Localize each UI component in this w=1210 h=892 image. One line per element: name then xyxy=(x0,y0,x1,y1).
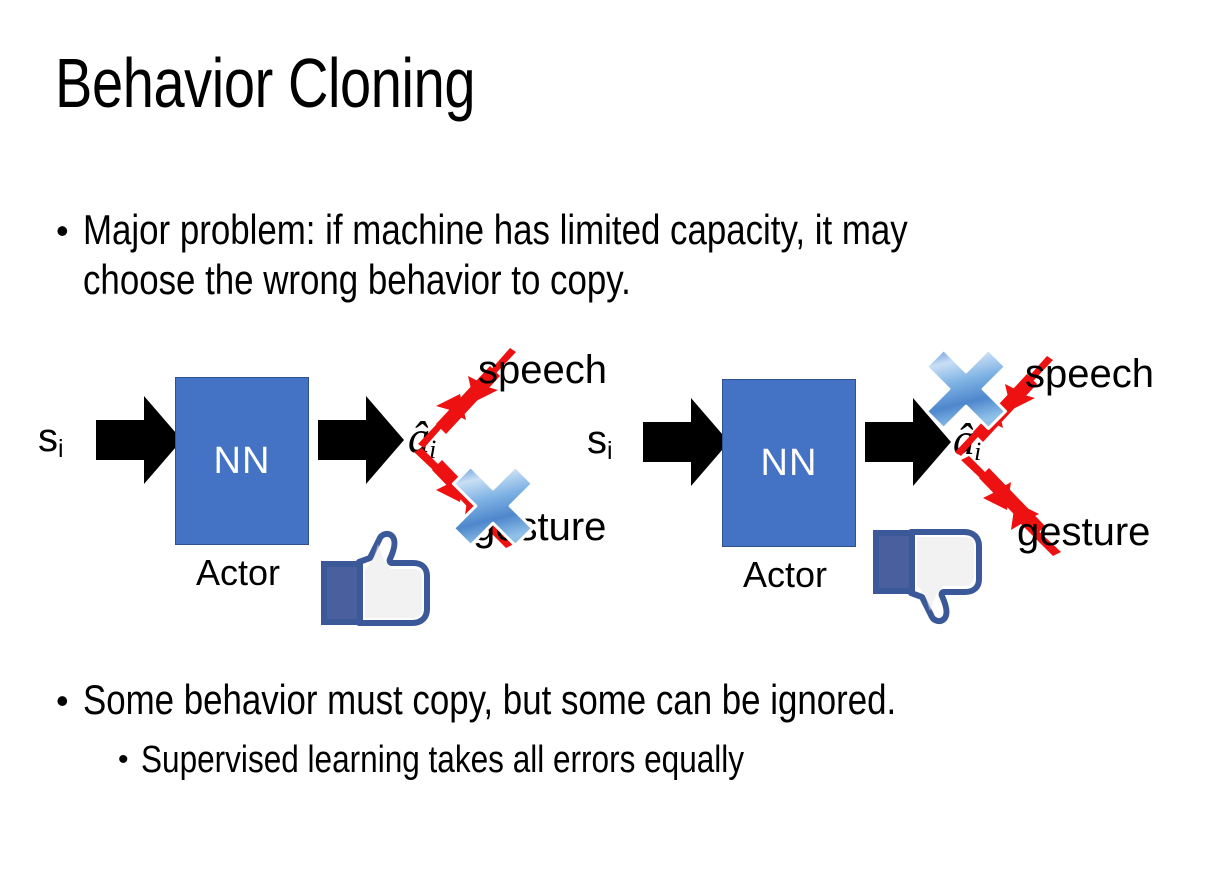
thumbs-down-icon xyxy=(870,525,986,625)
diagram-left: si NN Actor âi xyxy=(18,340,638,640)
branch-label-speech-left: speech xyxy=(478,348,607,392)
branch-arrow-speech-left xyxy=(414,348,520,448)
input-state-label-left: si xyxy=(38,416,64,462)
output-action-label-left: âi xyxy=(408,413,437,462)
page-title: Behavior Cloning xyxy=(55,44,476,122)
output-arrow-right xyxy=(865,394,951,490)
input-state-subscript: i xyxy=(58,436,64,464)
branch-label-gesture-right: gesture xyxy=(1017,510,1151,554)
bullet-marker-icon: • xyxy=(56,210,69,251)
bullet-item-major-problem: • Major problem: if machine has limited … xyxy=(56,205,1196,304)
nn-box-left: NN xyxy=(175,377,309,545)
input-arrow-right xyxy=(643,394,729,490)
actor-caption-right: Actor xyxy=(743,554,828,595)
input-state-label-right: si xyxy=(587,418,613,464)
nn-box-label: NN xyxy=(760,441,818,484)
bullet-item-supervised-learning: • Supervised learning takes all errors e… xyxy=(118,738,1208,783)
cross-out-icon-speech-right xyxy=(923,346,1009,432)
bullet-marker-icon: • xyxy=(56,680,69,721)
branch-label-speech-right: speech xyxy=(1025,352,1154,396)
cross-out-icon-gesture-left xyxy=(450,463,536,549)
output-action-subscript: i xyxy=(973,435,982,466)
input-state-symbol: s xyxy=(587,418,607,462)
thumbs-up-icon xyxy=(318,530,434,630)
actor-caption-left: Actor xyxy=(196,552,281,593)
bullet-text: Supervised learning takes all errors equ… xyxy=(140,739,744,781)
output-action-symbol: â xyxy=(408,413,430,462)
diagram-right: si NN Actor âi xyxy=(565,340,1205,640)
bullet-text: Some behavior must copy, but some can be… xyxy=(82,676,896,723)
nn-box-right: NN xyxy=(722,379,856,547)
input-state-subscript: i xyxy=(607,438,613,466)
bullet-item-some-behavior: • Some behavior must copy, but some can … xyxy=(56,675,1196,725)
bullet-marker-icon: • xyxy=(118,743,129,776)
input-state-symbol: s xyxy=(38,416,58,460)
branch-arrow-gesture-right xyxy=(957,456,1067,556)
input-arrow-left xyxy=(96,392,182,488)
bullet-text: Major problem: if machine has limited ca… xyxy=(82,206,908,303)
output-arrow-left xyxy=(318,392,404,488)
output-action-subscript: i xyxy=(428,433,437,464)
nn-box-label: NN xyxy=(213,439,271,482)
